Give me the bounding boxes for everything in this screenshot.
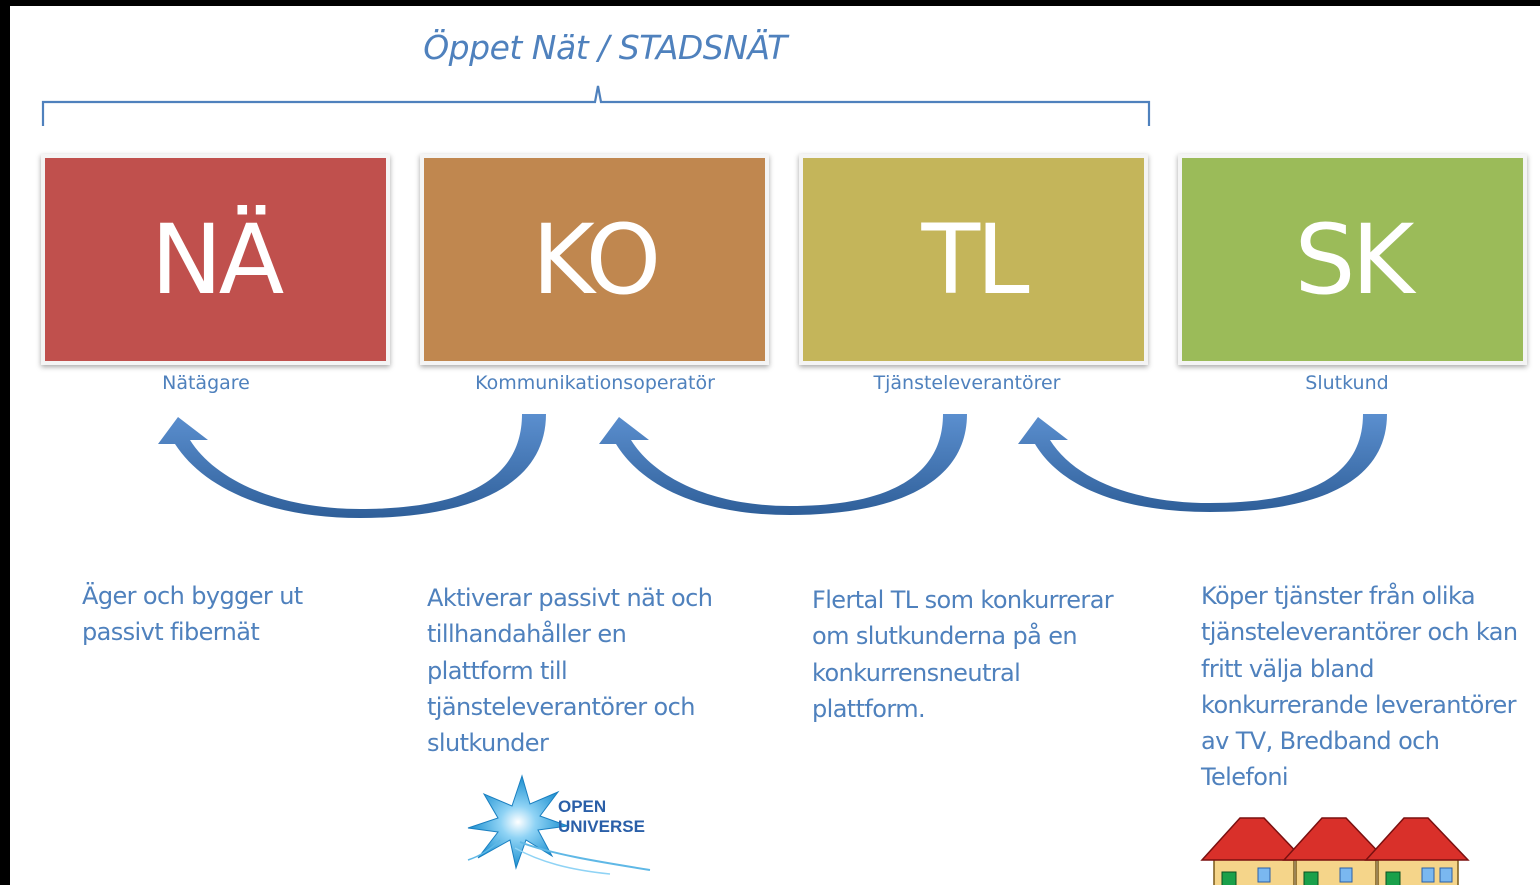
box-sk: SK — [1178, 154, 1527, 365]
description-na: Äger och bygger ut passivt fibernät — [82, 578, 303, 651]
description-sk-line: av TV, Bredband och — [1201, 727, 1440, 756]
description-sk-line: Köper tjänster från olika — [1201, 582, 1476, 610]
logo-text-open: OPEN — [558, 797, 606, 816]
description-sk-line: konkurrerande leverantörer — [1201, 690, 1517, 719]
house-icon — [1282, 817, 1388, 885]
box-tl: TL — [799, 154, 1148, 365]
description-ko-line: tjänsteleverantörer och — [427, 692, 695, 721]
description-ko-line: slutkunder — [427, 729, 549, 758]
description-tl-line: konkurrensneutral — [812, 658, 1021, 687]
arrow-ko-to-na — [158, 414, 546, 518]
role-label-na: Nätägare — [162, 372, 250, 394]
description-tl-line: om slutkunderna på en — [812, 622, 1078, 651]
burst-icon — [467, 774, 569, 870]
role-label-ko: Kommunikationsoperatör — [475, 372, 715, 394]
arrow-sk-to-tl — [1018, 414, 1387, 512]
description-ko: Aktiverar passivt nät och tillhandahålle… — [427, 580, 713, 761]
box-ko-code: KO — [531, 203, 661, 316]
description-ko-line: plattform till — [427, 656, 568, 685]
description-ko-line: Aktiverar passivt nät och — [427, 584, 713, 612]
diagram-title: Öppet Nät / STADSNÄT — [423, 28, 787, 67]
box-na: NÄ — [41, 154, 390, 365]
description-tl-line: Flertal TL som konkurrerar — [812, 586, 1114, 614]
box-ko: KO — [420, 154, 769, 365]
description-na-line: Äger och bygger ut — [82, 582, 303, 610]
description-sk-line: tjänsteleverantörer och kan — [1201, 618, 1518, 647]
description-na-line: passivt fibernät — [82, 618, 260, 647]
logo-text-universe: UNIVERSE — [558, 817, 645, 836]
open-universe-logo: OPEN UNIVERSE — [467, 774, 651, 875]
open-network-bracket — [41, 85, 1151, 126]
description-tl-line: plattform. — [812, 694, 926, 723]
arrow-tl-to-ko — [599, 414, 967, 515]
description-sk: Köper tjänster från olika tjänsteleveran… — [1201, 578, 1518, 796]
diagram-canvas: Öppet Nät / STADSNÄT NÄ KO TL SK Nätägar… — [10, 6, 1540, 885]
role-label-tl: Tjänsteleverantörer — [873, 372, 1061, 394]
houses-icon — [1200, 817, 1470, 885]
description-ko-line: tillhandahåller en — [427, 620, 627, 649]
relation-arrows — [158, 414, 1387, 518]
description-sk-line: Telefoni — [1201, 763, 1289, 792]
box-tl-code: TL — [921, 203, 1029, 316]
description-sk-line: fritt välja bland — [1201, 654, 1374, 683]
description-tl: Flertal TL som konkurrerar om slutkunder… — [812, 582, 1114, 727]
house-icon — [1200, 817, 1306, 885]
box-na-code: NÄ — [150, 203, 284, 316]
house-icon — [1364, 817, 1470, 885]
role-label-sk: Slutkund — [1305, 372, 1389, 394]
box-sk-code: SK — [1294, 203, 1415, 316]
